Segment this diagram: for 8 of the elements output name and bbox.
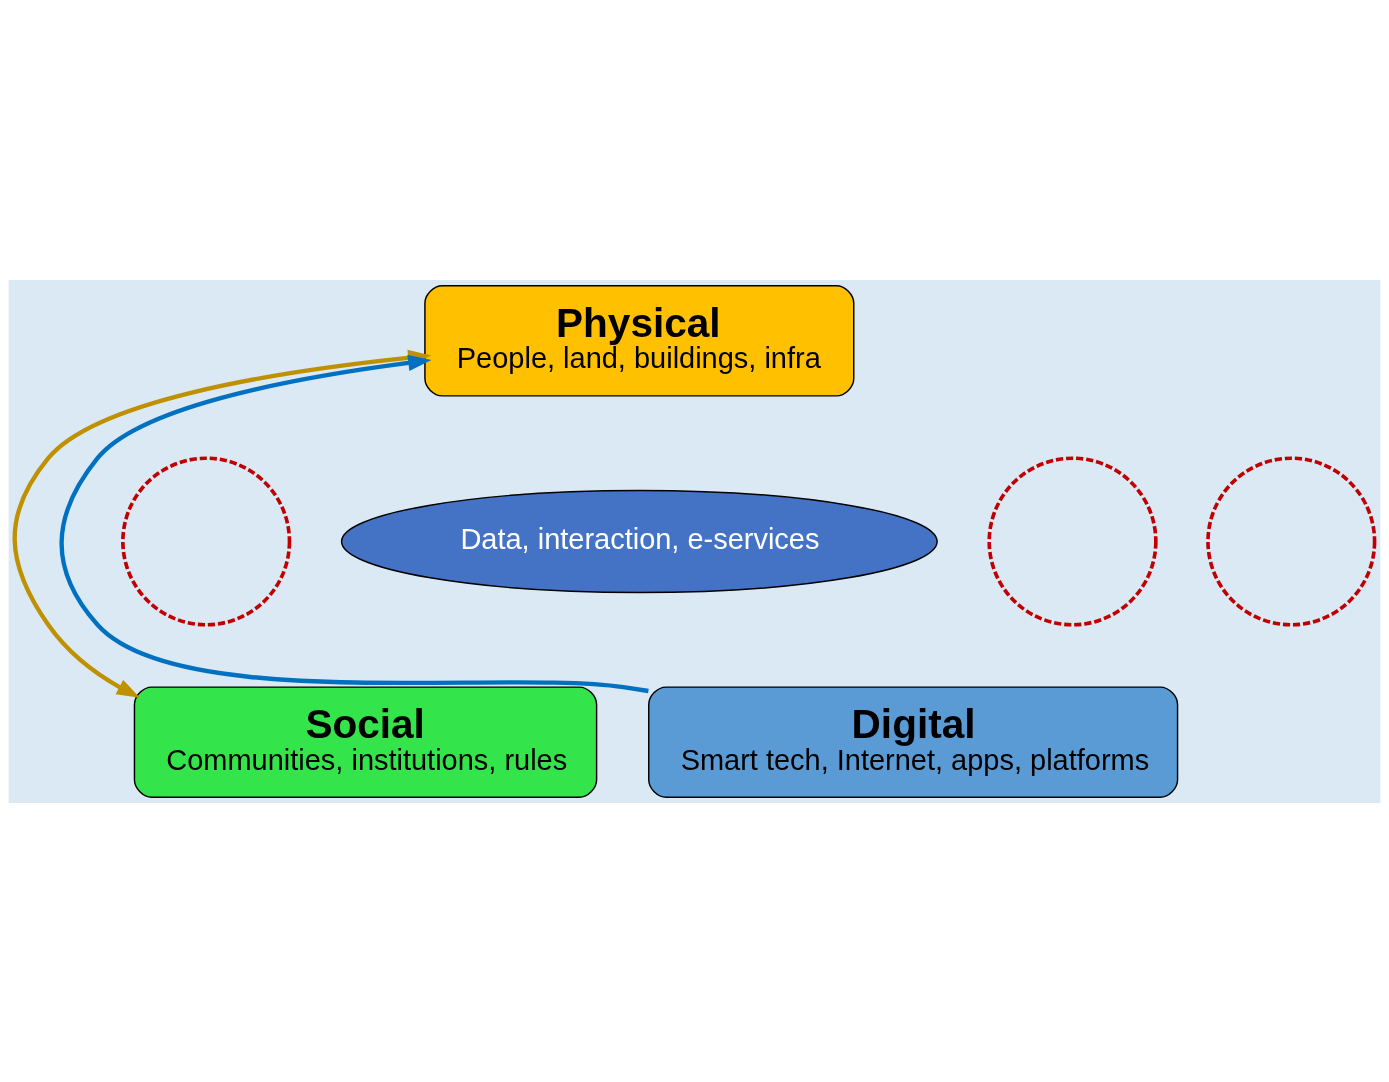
node-ellipse: Data, interaction, e-services <box>340 489 938 593</box>
node-circle <box>987 455 1158 627</box>
node-circle <box>1206 455 1377 627</box>
arrow <box>59 354 649 693</box>
node-circle <box>121 455 292 627</box>
node-box: Social Communities, institutions, rules <box>133 685 598 798</box>
node-box: Digital Smart tech, Internet, apps, platforms <box>648 685 1179 798</box>
node-box: Physical People, land, buildings, infra <box>424 284 855 397</box>
